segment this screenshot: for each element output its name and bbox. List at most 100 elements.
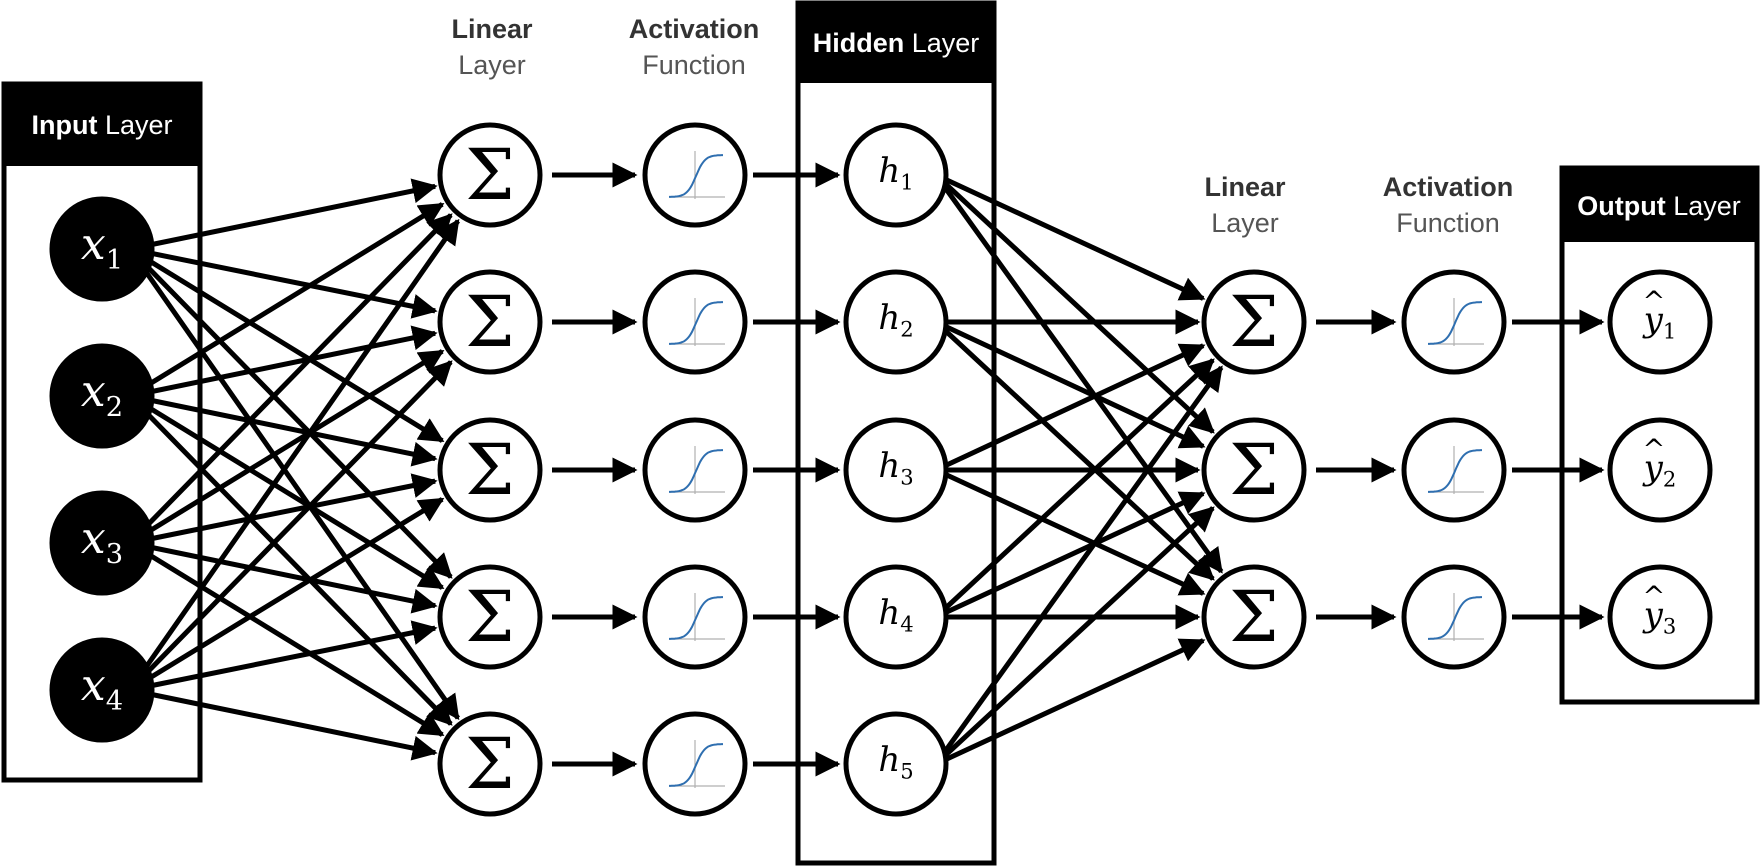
stage-label-linear-1: Linear Layer — [451, 14, 533, 80]
edge-x4-to-sum3 — [128, 497, 445, 693]
sigmoid-curve-icon — [669, 740, 725, 788]
hidden-layer-title-bold: Hidden — [813, 28, 905, 58]
linear2-node-3 — [1201, 564, 1307, 670]
stage-label-linear-2: Linear Layer — [1204, 172, 1286, 238]
edge-h5-to-sum1 — [933, 365, 1224, 766]
summation-icon: Σ — [465, 281, 515, 363]
edge-h5-to-sum3 — [934, 638, 1206, 767]
output-node-label-y3-hat: ^ — [1642, 581, 1665, 612]
edge-h5-to-sum2 — [934, 506, 1215, 766]
linear-node-5 — [437, 711, 543, 817]
hidden-node-label-h4: h4 — [878, 593, 913, 636]
hidden-node-h2 — [843, 269, 949, 375]
input-node-label-x1: x1 — [81, 219, 123, 276]
edge-h3-to-sum3 — [934, 467, 1206, 596]
svg-text:Hidden Layer: Hidden Layer — [813, 28, 980, 58]
summation-icon: Σ — [1229, 576, 1279, 658]
edge-x1-to-sum2 — [129, 246, 438, 319]
edge-x4-to-sum1 — [127, 218, 460, 692]
stage-label-linear-2-line1: Linear — [1204, 172, 1286, 202]
edge-h4-to-sum2 — [934, 491, 1206, 620]
stage-label-linear-1-line2: Layer — [458, 50, 526, 80]
output-node-label-y1: y1 — [1642, 300, 1677, 343]
input-layer-title-bold: Input — [31, 110, 97, 140]
edge-x3-to-sum5 — [128, 540, 445, 737]
input-node-x2 — [49, 343, 155, 449]
edge-h4-to-sum1 — [934, 358, 1215, 619]
edge-x3-to-sum4 — [129, 540, 438, 614]
hidden-layer-frame: Hidden Layer — [795, 0, 997, 866]
summation-icon: Σ — [465, 723, 515, 805]
edge-x2-to-sum4 — [128, 393, 445, 590]
edge-h1-to-sum1 — [934, 172, 1206, 301]
linear-node-3 — [437, 417, 543, 523]
stage-label-linear-2-line2: Layer — [1211, 208, 1279, 238]
input-node-x4 — [49, 637, 155, 743]
summation-icon: Σ — [465, 429, 515, 511]
linear2-node-1 — [1201, 269, 1307, 375]
edge-x1-to-sum5 — [127, 247, 460, 721]
summation-icon: Σ — [465, 134, 515, 216]
edge-x3-to-sum1 — [128, 213, 453, 545]
linear-node-1 — [437, 122, 543, 228]
sigmoid-curve-icon — [669, 446, 725, 494]
edge-x1-to-sum3 — [128, 246, 445, 443]
input-layer-title-rest: Layer — [97, 110, 172, 140]
edge-x2-to-sum1 — [128, 202, 445, 399]
hidden-node-h1 — [843, 122, 949, 228]
svg-text:Output Layer: Output Layer — [1577, 191, 1741, 221]
connection-edges — [127, 162, 1605, 777]
sigmoid-curve-icon — [1428, 593, 1484, 641]
input-node-x3 — [49, 490, 155, 596]
summation-icon: Σ — [1229, 281, 1279, 363]
input-node-label-x3: x3 — [81, 513, 123, 570]
hidden-node-h4 — [843, 564, 949, 670]
stage-label-linear-1-line1: Linear — [451, 14, 533, 44]
edge-x1-to-sum4 — [128, 247, 453, 579]
edge-h1-to-sum2 — [934, 173, 1215, 434]
linear-node-4 — [437, 564, 543, 670]
output-node-label-y1-hat: ^ — [1642, 286, 1665, 317]
stage-label-activation-1-line1: Activation — [629, 14, 760, 44]
edge-x2-to-sum3 — [129, 393, 438, 467]
edge-h2-to-sum2 — [934, 319, 1206, 449]
edge-x2-to-sum2 — [129, 325, 438, 399]
sigmoid-curve-icon — [669, 593, 725, 641]
stage-label-activation-2: Activation Function — [1383, 172, 1514, 238]
linear2-node-2 — [1201, 417, 1307, 523]
edge-h2-to-sum3 — [934, 320, 1215, 581]
input-node-label-x4: x4 — [81, 660, 123, 717]
hidden-node-label-h2: h2 — [878, 298, 913, 341]
output-node-label-y3: y3 — [1642, 595, 1677, 638]
output-node-label-y2-hat: ^ — [1642, 434, 1665, 465]
sigmoid-curve-icon — [669, 151, 725, 199]
sigmoid-curve-icon — [669, 298, 725, 346]
edge-x4-to-sum5 — [129, 687, 438, 761]
edge-x3-to-sum3 — [129, 473, 438, 546]
stage-label-activation-1: Activation Function — [629, 14, 760, 80]
hidden-node-h3 — [843, 417, 949, 523]
edge-x3-to-sum2 — [128, 349, 445, 546]
hidden-node-label-h5: h5 — [878, 740, 913, 783]
sigmoid-curve-icon — [1428, 446, 1484, 494]
stage-label-activation-1-line2: Function — [642, 50, 746, 80]
output-layer-title-rest: Layer — [1666, 191, 1741, 221]
edge-x4-to-sum2 — [128, 360, 453, 692]
output-layer-frame: Output Layer — [1559, 165, 1760, 705]
svg-text:Input Layer: Input Layer — [31, 110, 172, 140]
linear-node-2 — [437, 269, 543, 375]
input-layer-frame: Input Layer — [1, 81, 203, 783]
edge-x1-to-sum1 — [129, 178, 438, 252]
summation-icon: Σ — [1229, 429, 1279, 511]
edge-x4-to-sum4 — [129, 620, 438, 693]
edge-h3-to-sum1 — [934, 343, 1206, 473]
stage-label-activation-2-line1: Activation — [1383, 172, 1514, 202]
output-node-y3 — [1607, 564, 1713, 670]
output-node-y1 — [1607, 269, 1713, 375]
output-node-label-y2: y2 — [1642, 448, 1677, 491]
hidden-layer-title-rest: Layer — [904, 28, 979, 58]
hidden-node-label-h3: h3 — [878, 446, 913, 489]
edge-x2-to-sum5 — [128, 394, 453, 726]
